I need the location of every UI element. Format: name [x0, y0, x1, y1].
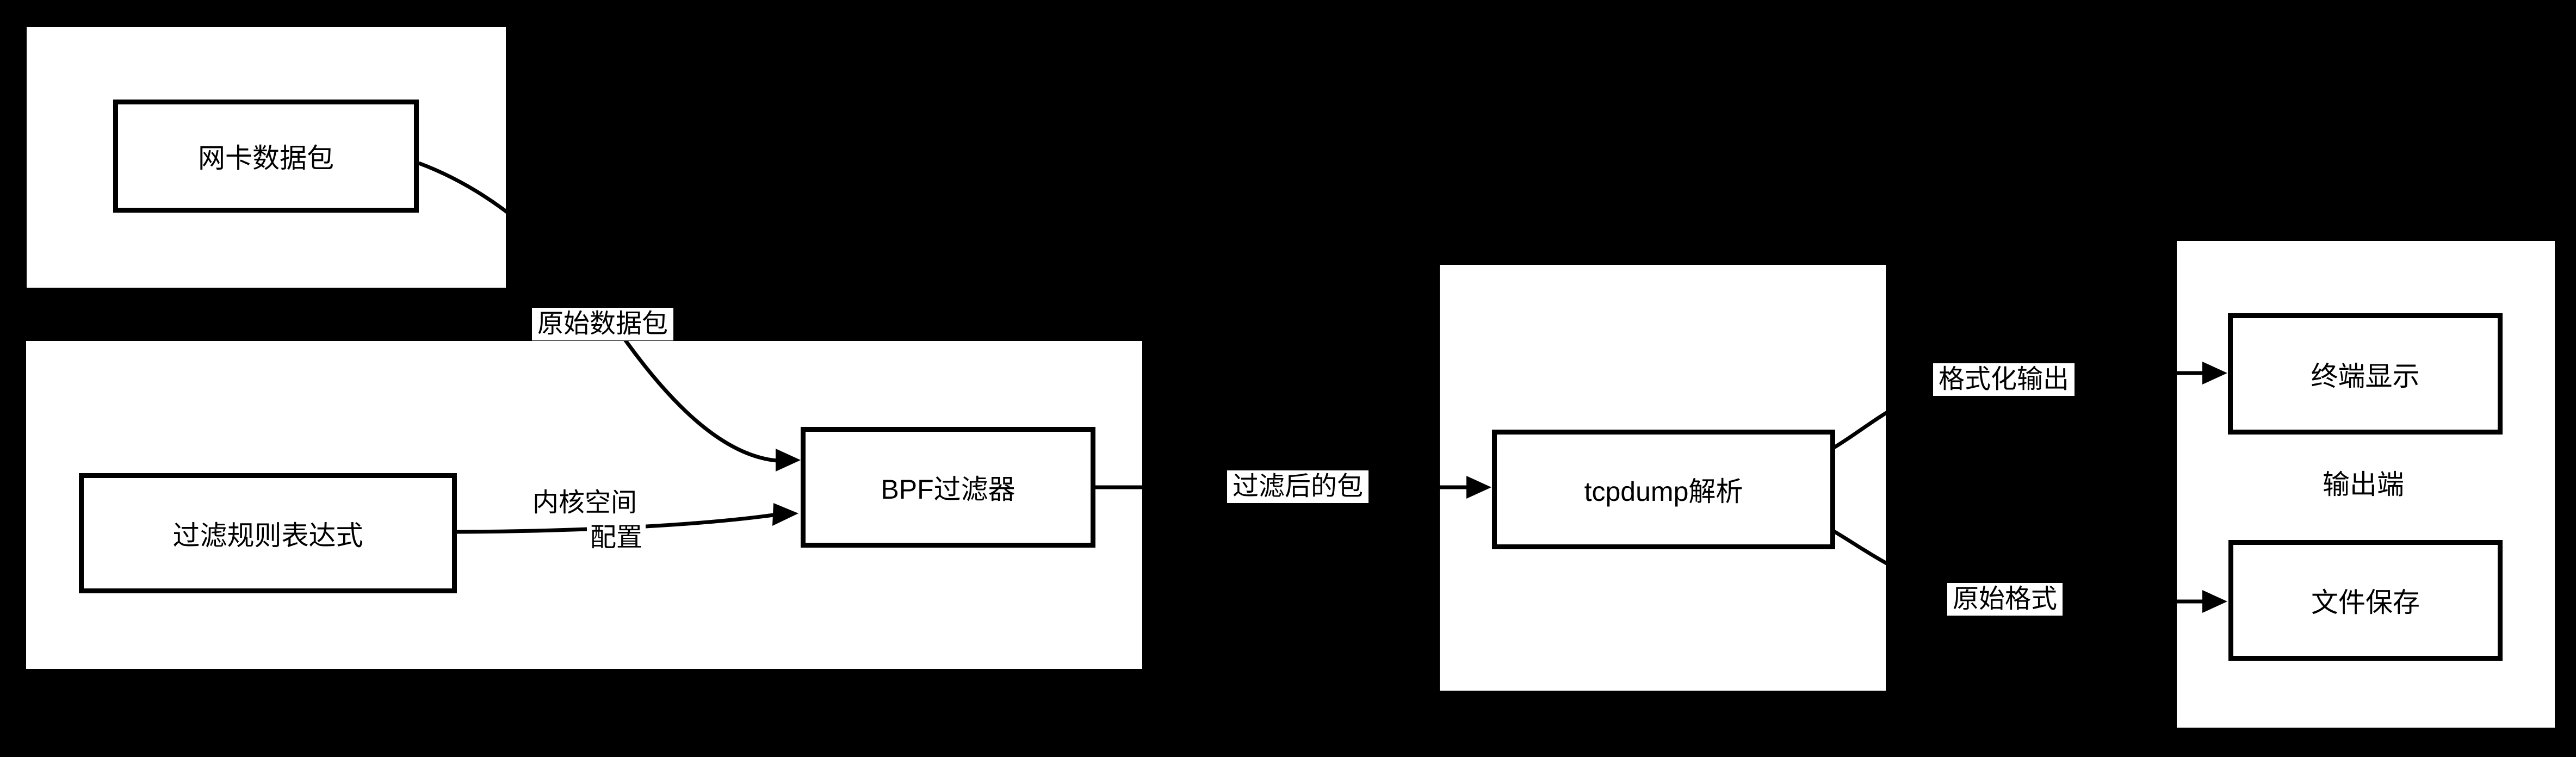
- node-tcpdump-parse: tcpdump解析: [1492, 430, 1835, 549]
- node-nic-packet-label: 网卡数据包: [198, 143, 334, 173]
- arrowhead-to-file: [2202, 590, 2227, 613]
- arrowhead-to-bpf-lower: [772, 503, 798, 526]
- arrowhead-to-tcpdump: [1466, 476, 1491, 499]
- arrowhead-to-terminal: [2202, 362, 2227, 384]
- edge-label-filtered-packet: 过滤后的包: [1227, 470, 1369, 503]
- edge-label-formatted-output: 格式化输出: [1933, 363, 2075, 396]
- output-group-label: 输出端: [2323, 469, 2404, 500]
- arrowhead-to-bpf-upper: [776, 449, 801, 471]
- node-filter-rule: 过滤规则表达式: [79, 473, 457, 593]
- edge-label-kernel-space-line1: 内核空间: [532, 488, 637, 517]
- edge-label-raw-packet: 原始数据包: [532, 308, 674, 340]
- node-terminal-display: 终端显示: [2228, 313, 2503, 435]
- node-terminal-display-label: 终端显示: [2311, 361, 2420, 392]
- node-bpf-filter-label: BPF过滤器: [881, 474, 1015, 505]
- node-nic-packet: 网卡数据包: [113, 100, 419, 213]
- node-filter-rule-label: 过滤规则表达式: [172, 520, 363, 551]
- node-tcpdump-parse-label: tcpdump解析: [1584, 476, 1743, 507]
- edge-label-raw-format: 原始格式: [1947, 583, 2063, 616]
- node-file-save: 文件保存: [2228, 540, 2503, 661]
- node-file-save-label: 文件保存: [2311, 587, 2420, 618]
- edge-label-kernel-space-line2: 配置: [587, 524, 646, 552]
- node-bpf-filter: BPF过滤器: [801, 427, 1095, 548]
